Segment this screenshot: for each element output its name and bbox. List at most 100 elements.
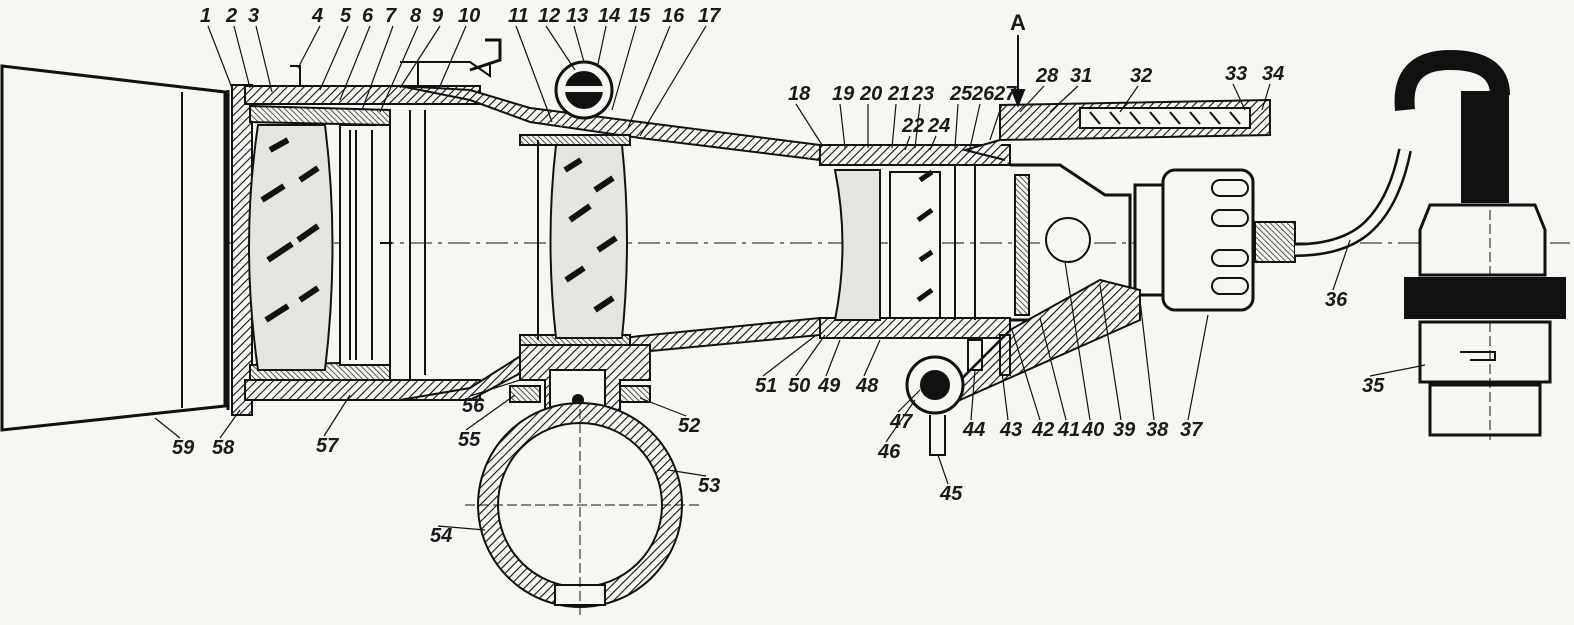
leader-line-40: [1064, 261, 1091, 421]
reticle-block: [339, 124, 392, 366]
leader-line-34: [1261, 83, 1271, 111]
callout-label-7: 7: [385, 5, 397, 27]
callout-label-34: 34: [1262, 63, 1284, 85]
leader-line-16: [627, 25, 671, 129]
callout-label-17: 17: [698, 5, 721, 27]
connector-plug: [1394, 49, 1566, 440]
callout-label-42: 42: [1031, 419, 1054, 441]
leader-line-47: [897, 389, 921, 413]
leader-line-12: [545, 25, 576, 71]
leader-line-8: [379, 25, 419, 113]
callout-label-56: 56: [462, 395, 485, 417]
leader-line-45: [937, 454, 949, 485]
leader-line-17: [639, 25, 707, 137]
leader-line-9: [399, 25, 441, 89]
leader-line-22: [904, 135, 911, 151]
leader-line-58: [219, 409, 241, 439]
callout-label-15: 15: [628, 5, 651, 27]
leader-line-42: [1011, 329, 1041, 421]
callout-label-6: 6: [362, 5, 374, 27]
callout-label-31: 31: [1070, 65, 1092, 87]
adjusting-knob: [554, 60, 614, 120]
callout-label-14: 14: [598, 5, 620, 27]
lower-arm: [905, 278, 1141, 456]
leader-line-56: [469, 379, 521, 397]
callout-label-48: 48: [855, 375, 879, 397]
leader-line-38: [1139, 299, 1155, 421]
leader-line-28: [1019, 85, 1045, 113]
callout-label-26: 26: [971, 83, 995, 105]
section-arrow: [1010, 35, 1026, 108]
leader-line-4: [297, 25, 321, 69]
leader-line-33: [1232, 83, 1246, 111]
leader-line-32: [1119, 85, 1139, 113]
callout-label-53: 53: [698, 475, 720, 497]
leader-line-11: [515, 25, 553, 123]
callout-label-18: 18: [788, 83, 811, 105]
callout-label-45: 45: [939, 483, 963, 505]
leader-line-43: [1001, 371, 1009, 421]
leader-line-50: [795, 334, 826, 377]
leader-line-39: [1099, 284, 1122, 421]
callout-label-16: 16: [662, 5, 685, 27]
callout-label-22: 22: [901, 115, 924, 137]
leader-line-26: [969, 103, 981, 149]
callout-label-3: 3: [248, 5, 259, 27]
callout-label-40: 40: [1081, 419, 1104, 441]
leader-line-53: [667, 469, 707, 477]
callout-label-44: 44: [962, 419, 985, 441]
callout-label-21: 21: [887, 83, 910, 105]
leader-line-37: [1187, 314, 1209, 421]
leader-line-10: [439, 25, 467, 87]
cable: [1294, 148, 1412, 257]
callout-label-19: 19: [832, 83, 855, 105]
lens-hood: [0, 64, 230, 432]
leader-line-59: [154, 417, 181, 439]
callout-label-43: 43: [999, 419, 1022, 441]
leader-line-46: [885, 399, 916, 443]
leader-line-52: [639, 397, 687, 417]
callout-label-47: 47: [889, 411, 913, 433]
leader-line-6: [339, 25, 371, 101]
callout-label-55: 55: [458, 429, 481, 451]
callout-label-27: 27: [993, 83, 1017, 105]
callout-label-1: 1: [200, 5, 211, 27]
callout-label-20: 20: [859, 83, 882, 105]
callout-label-23: 23: [911, 83, 934, 105]
callout-label-51: 51: [755, 375, 777, 397]
leader-line-7: [361, 25, 394, 111]
callout-label-25: 25: [949, 83, 973, 105]
clamp-ring: [465, 395, 700, 615]
callout-label-38: 38: [1146, 419, 1169, 441]
eyepiece-section: [819, 144, 1132, 339]
callout-label-37: 37: [1180, 419, 1203, 441]
leader-line-55: [465, 394, 516, 431]
leader-line-18: [795, 103, 823, 146]
leader-line-54: [437, 525, 486, 531]
callout-label-33: 33: [1225, 63, 1247, 85]
leader-line-15: [611, 25, 637, 111]
callout-label-32: 32: [1130, 65, 1152, 87]
leader-line-25: [954, 103, 959, 149]
leader-line-3: [255, 25, 273, 93]
leader-line-1: [207, 25, 233, 89]
callout-label-24: 24: [927, 115, 950, 137]
callout-label-36: 36: [1325, 289, 1348, 311]
callout-label-59: 59: [172, 437, 195, 459]
callout-label-5: 5: [340, 5, 352, 27]
leader-line-14: [597, 25, 607, 65]
callout-label-41: 41: [1057, 419, 1080, 441]
side-tube: [961, 98, 1271, 161]
knurled-cap: [1133, 168, 1296, 312]
leader-line-49: [825, 339, 841, 377]
callout-label-10: 10: [458, 5, 480, 27]
leader-line-2: [233, 25, 251, 89]
leader-line-36: [1332, 239, 1351, 291]
leader-line-48: [863, 339, 881, 377]
leader-line-13: [573, 25, 585, 63]
leader-line-51: [762, 335, 816, 377]
leader-line-31: [1049, 85, 1079, 113]
callout-label-2: 2: [225, 5, 237, 27]
